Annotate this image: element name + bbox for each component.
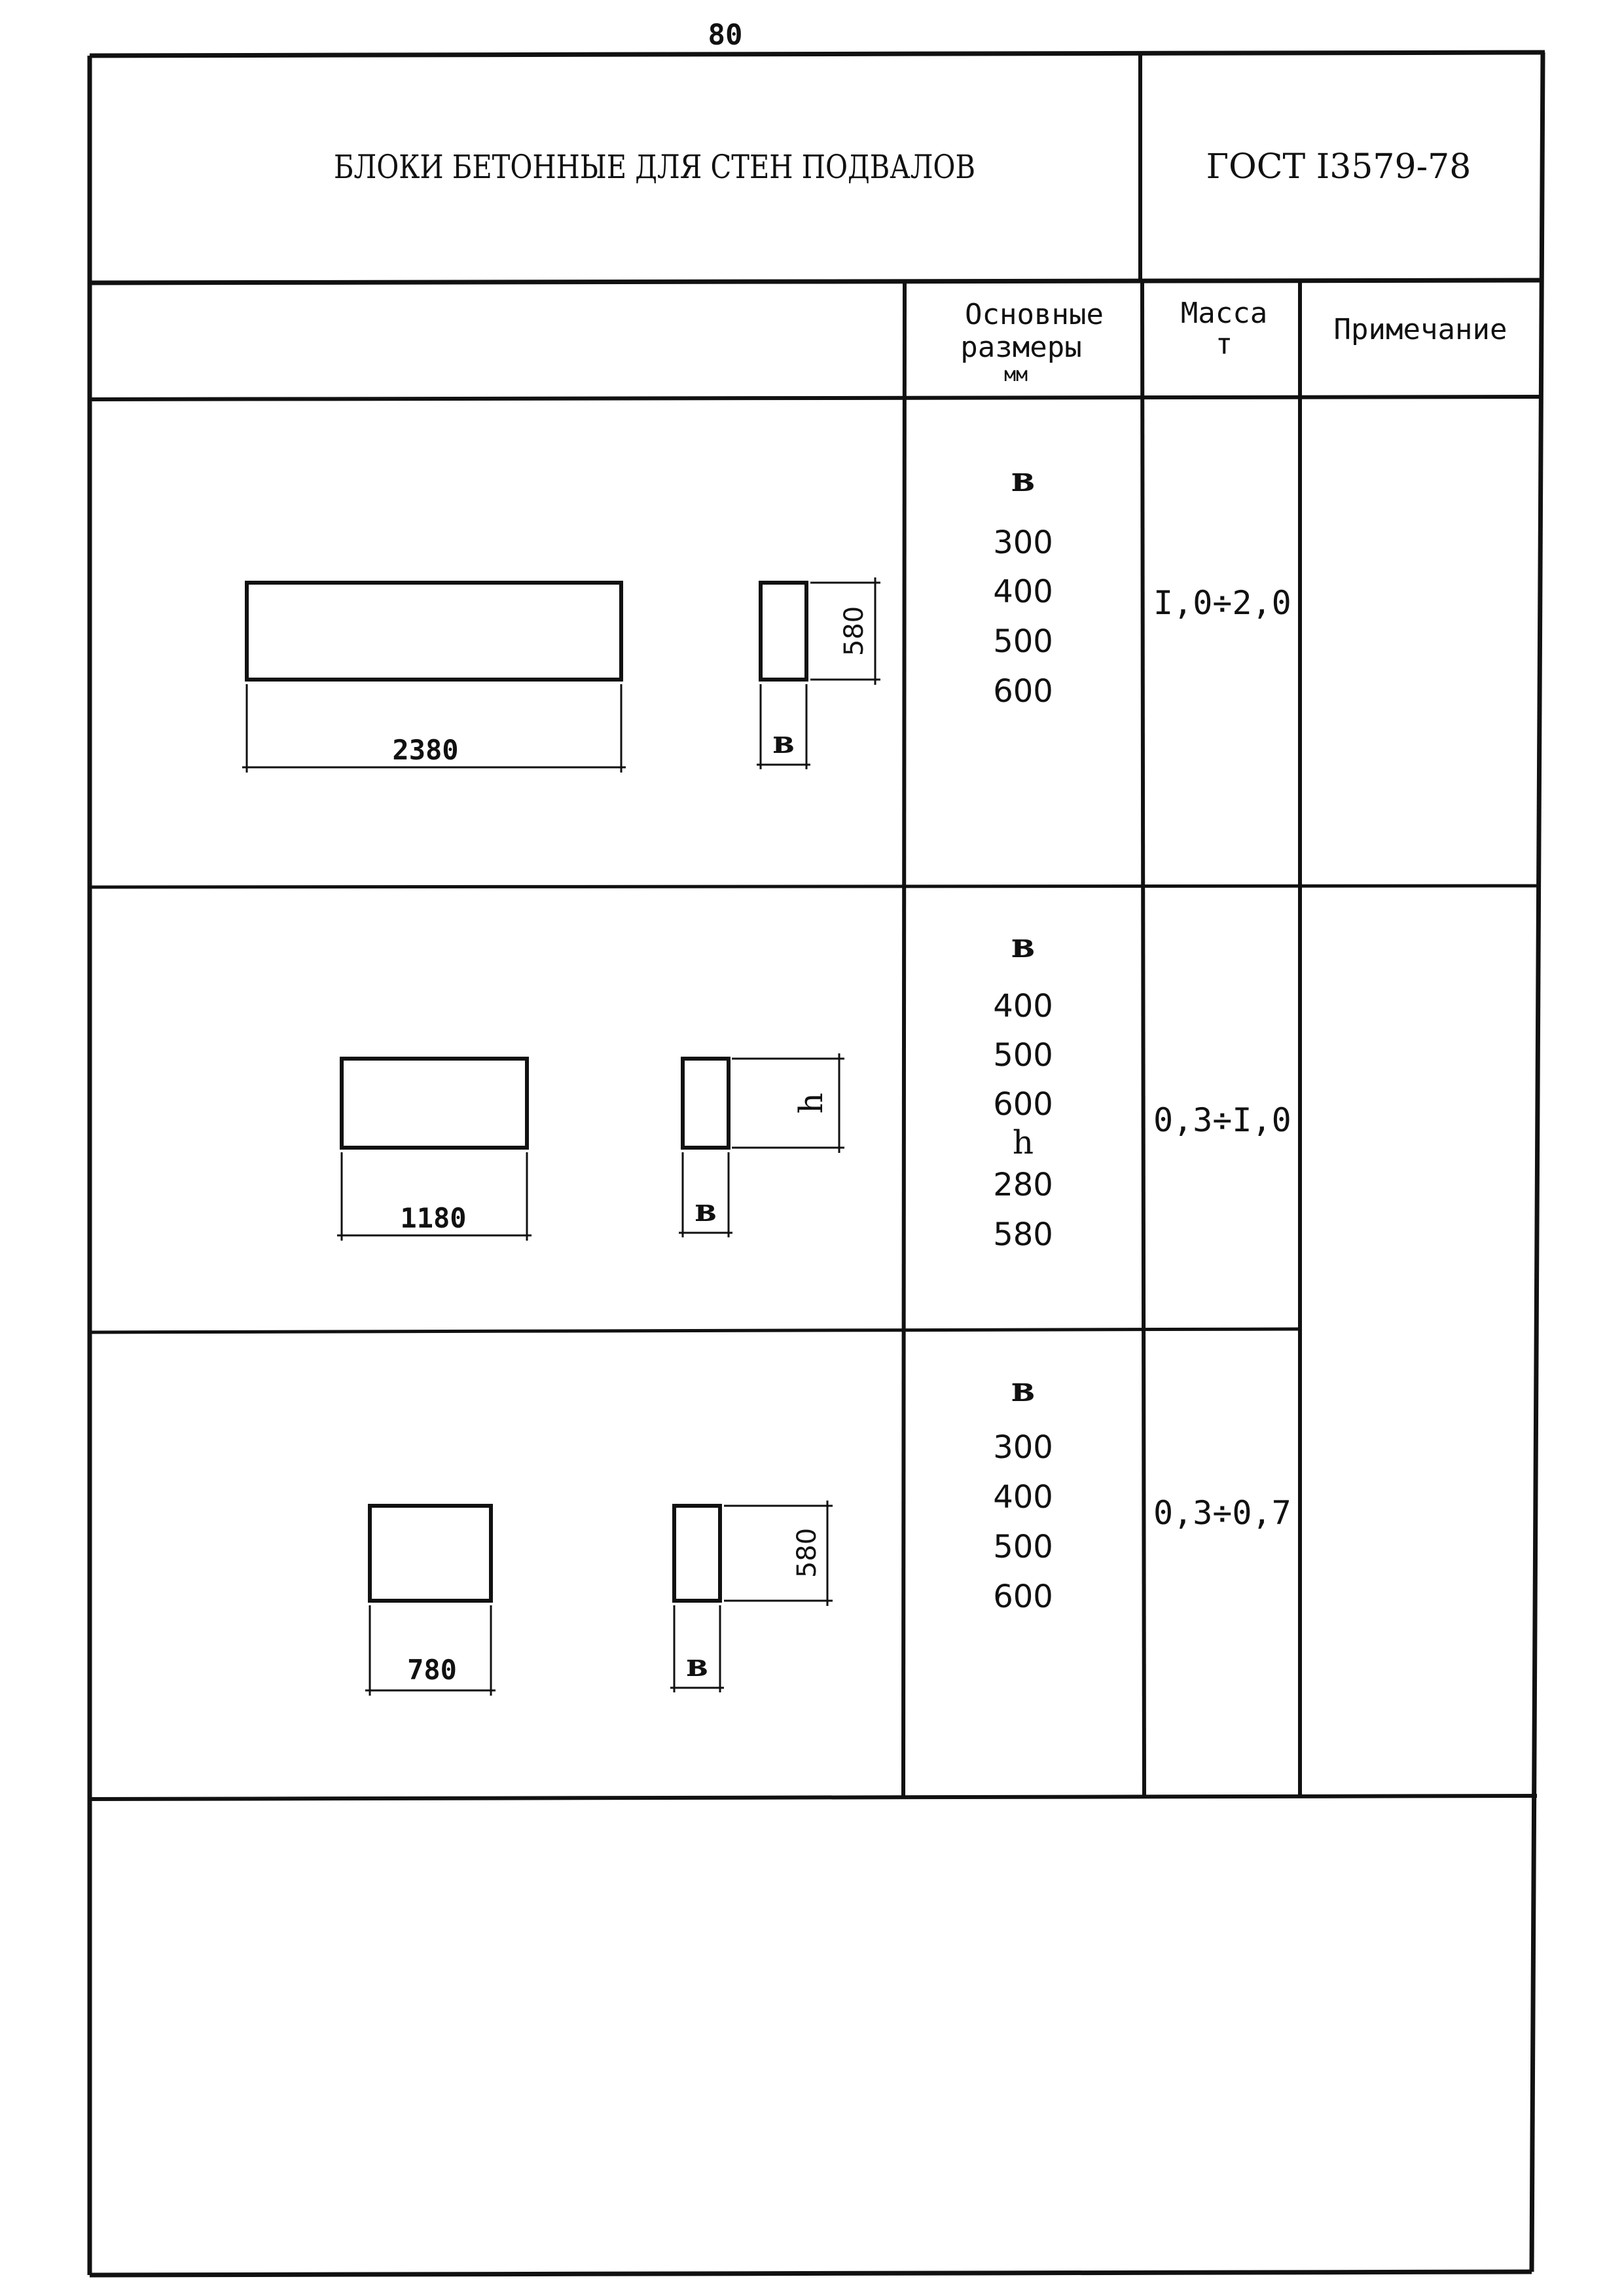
dimension-value: 600 xyxy=(993,1086,1053,1123)
dimension-value: 500 xyxy=(993,1529,1053,1565)
block-side-view xyxy=(759,581,808,682)
dimension-value: в xyxy=(1011,926,1035,966)
dimension-value: 280 xyxy=(993,1167,1053,1203)
block-drawing-row-2: 1180 h в xyxy=(337,1053,844,1241)
block-side-view xyxy=(672,1504,722,1603)
dimensions-cell-row-2: в 400 500 600 h 280 580 xyxy=(993,926,1053,1253)
mass-cell-row-3: 0,3÷0,7 xyxy=(1153,1494,1291,1532)
block-drawing-row-3: 780 580 в xyxy=(365,1501,833,1696)
dimension-value: 580 xyxy=(993,1216,1053,1253)
dimension-value: 600 xyxy=(993,673,1053,710)
block-drawing-row-1: 2380 580 в xyxy=(242,577,880,773)
column-header-mass-unit: т xyxy=(1216,327,1233,361)
block-front-view xyxy=(245,581,623,682)
height-label: 580 xyxy=(792,1528,822,1578)
dimension-value: 400 xyxy=(993,574,1053,610)
column-header-dimensions-line2: размеры xyxy=(960,331,1081,364)
mass-cell-row-1: I,0÷2,0 xyxy=(1153,584,1291,622)
mass-cell-row-2: 0,3÷I,0 xyxy=(1153,1101,1291,1139)
block-front-view xyxy=(340,1057,529,1150)
height-label: h xyxy=(792,1093,830,1114)
dimension-value: 300 xyxy=(993,1429,1053,1466)
dimension-value: 500 xyxy=(993,1037,1053,1074)
dimension-value: 300 xyxy=(993,524,1053,561)
dimension-value: 500 xyxy=(993,623,1053,660)
mass-value: 0,3÷I,0 xyxy=(1153,1101,1291,1139)
table-frame xyxy=(87,50,1545,2278)
dimension-value: 600 xyxy=(993,1578,1053,1615)
length-label: 2380 xyxy=(392,734,458,766)
block-front-view xyxy=(368,1504,493,1603)
standard-number: ГОСТ I3579-78 xyxy=(1206,147,1471,187)
dimensions-cell-row-3: в 300 400 500 600 xyxy=(993,1370,1053,1615)
dimension-value: 400 xyxy=(993,1479,1053,1516)
width-symbol: в xyxy=(686,1647,708,1684)
column-header-note: Примечание xyxy=(1334,313,1507,346)
dimensions-cell-row-1: в 300 400 500 600 xyxy=(993,460,1053,710)
column-header-dimensions-line1: Основные xyxy=(965,298,1104,331)
mass-value: I,0÷2,0 xyxy=(1153,584,1291,622)
dimension-value: 400 xyxy=(993,988,1053,1025)
mass-value: 0,3÷0,7 xyxy=(1153,1494,1291,1532)
width-symbol: в xyxy=(695,1192,716,1229)
dimension-value: в xyxy=(1011,1370,1035,1410)
width-symbol: в xyxy=(772,724,794,761)
length-label: 1180 xyxy=(400,1202,466,1234)
column-header-mass: Масса xyxy=(1181,297,1267,330)
length-label: 780 xyxy=(407,1654,457,1686)
column-header-dimensions-unit: мм xyxy=(1004,363,1028,386)
dimension-value: h xyxy=(1013,1123,1034,1161)
document-title: БЛОКИ БЕТОННЫЕ ДЛЯ СТЕН ПОДВАЛОВ xyxy=(334,148,975,186)
page-number: 80 xyxy=(708,18,743,52)
height-label: 580 xyxy=(839,606,869,656)
block-side-view xyxy=(681,1057,731,1150)
dimension-value: в xyxy=(1011,460,1035,500)
